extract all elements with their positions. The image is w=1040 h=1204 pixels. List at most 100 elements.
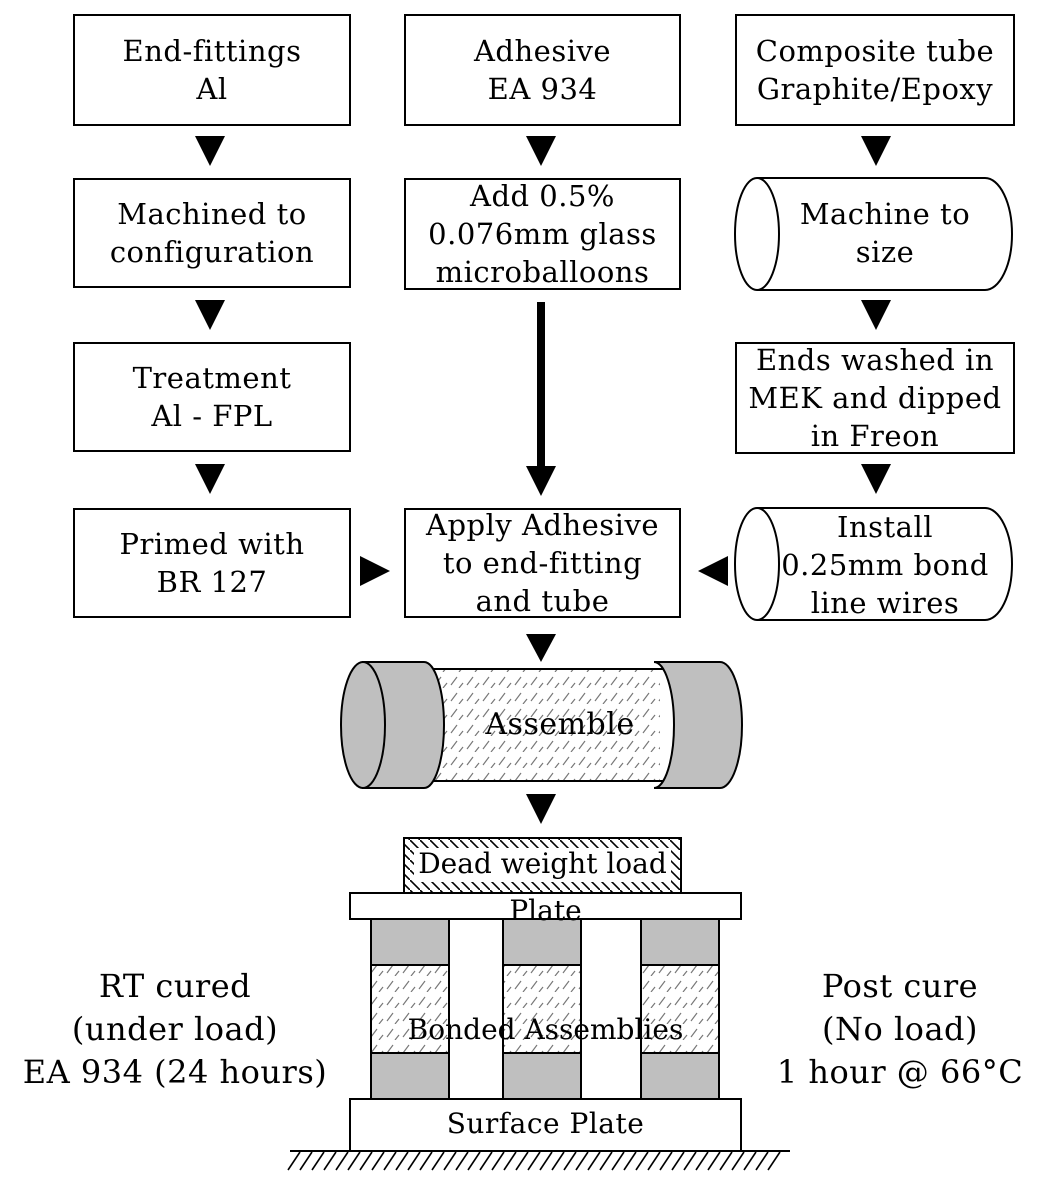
step-adhesive: Adhesive EA 934 xyxy=(404,14,681,126)
ground-hatch-line xyxy=(443,1151,457,1171)
arrow-down-icon xyxy=(195,300,225,330)
step-text: 0.076mm glass xyxy=(428,217,657,251)
cylinder-machine-to-size xyxy=(734,177,1013,291)
step-text: End-fittings xyxy=(122,34,302,68)
step-text: Ends washed in xyxy=(755,343,995,377)
step-text: Al - FPL xyxy=(151,399,273,433)
step-text: Adhesive xyxy=(473,34,612,68)
step-text: configuration xyxy=(109,235,315,269)
assemble-label: Assemble xyxy=(485,707,635,742)
ground-hatch-line xyxy=(347,1151,361,1171)
ground-hatch-line xyxy=(695,1151,709,1171)
ground-hatch xyxy=(287,1151,781,1171)
note-text: Post cure xyxy=(821,967,979,1005)
ground-hatch-line xyxy=(359,1151,373,1171)
ground-hatch-line xyxy=(611,1151,625,1171)
ground-hatch-line xyxy=(479,1151,493,1171)
arrow-right-icon xyxy=(360,556,390,586)
ground-hatch-line xyxy=(515,1151,529,1171)
step-end-fittings: End-fittings Al xyxy=(73,14,351,126)
step-machine-to-size: Machine to size xyxy=(770,195,1000,271)
step-text: 0.25mm bond xyxy=(781,548,989,582)
ground-hatch-line xyxy=(731,1151,745,1171)
ground-hatch-line xyxy=(395,1151,409,1171)
ground-hatch-line xyxy=(587,1151,601,1171)
step-ends-washed: Ends washed in MEK and dipped in Freon xyxy=(735,342,1015,454)
assembly-illustration xyxy=(340,661,743,789)
arrow-down-icon xyxy=(526,794,556,824)
arrow-left-icon xyxy=(698,556,728,586)
arrow-down-icon xyxy=(526,136,556,166)
note-text: EA 934 (24 hours) xyxy=(22,1053,328,1091)
ground-hatch-line xyxy=(755,1151,769,1171)
arrow-down-icon xyxy=(195,464,225,494)
step-text: in Freon xyxy=(810,419,940,453)
arrow-down-icon xyxy=(195,136,225,166)
ground-hatch-line xyxy=(323,1151,337,1171)
dead-weight-label: Dead weight load xyxy=(418,847,667,880)
ground-hatch-line xyxy=(767,1151,781,1171)
step-text: Machine to xyxy=(799,197,971,231)
ground-hatch-line xyxy=(683,1151,697,1171)
ground-hatch-line xyxy=(599,1151,613,1171)
step-text: Add 0.5% xyxy=(470,179,615,213)
step-add-microballoons: Add 0.5% 0.076mm glass microballoons xyxy=(404,178,681,290)
ground-hatch-line xyxy=(407,1151,421,1171)
ground-hatch-line xyxy=(383,1151,397,1171)
arrow-down-icon xyxy=(526,466,556,496)
step-text: and tube xyxy=(475,584,610,618)
ground-hatch-line xyxy=(527,1151,541,1171)
arrow-shaft xyxy=(537,302,545,470)
step-text: to end-fitting xyxy=(442,546,643,580)
ground-hatch-line xyxy=(335,1151,349,1171)
ground-hatch-line xyxy=(635,1151,649,1171)
note-text: (under load) xyxy=(71,1010,279,1048)
step-machined: Machined to configuration xyxy=(73,178,351,288)
ground-hatch-line xyxy=(467,1151,481,1171)
step-apply-adhesive: Apply Adhesive to end-fitting and tube xyxy=(404,508,681,618)
step-text: Al xyxy=(196,72,228,106)
step-text: Machined to xyxy=(117,197,307,231)
arrow-down-icon xyxy=(861,136,891,166)
bonded-assemblies-label: Bonded Assemblies xyxy=(407,1013,684,1046)
step-text: size xyxy=(855,235,915,269)
ground-hatch-line xyxy=(743,1151,757,1171)
ground-hatch-line xyxy=(491,1151,505,1171)
ground-hatch-line xyxy=(659,1151,673,1171)
post-cure-note: Post cure (No load) 1 hour @ 66°C xyxy=(760,965,1040,1094)
surface-plate-label: Surface Plate xyxy=(446,1107,645,1140)
arrow-down-icon xyxy=(861,300,891,330)
ground-hatch-line xyxy=(539,1151,553,1171)
note-text: RT cured xyxy=(98,967,252,1005)
arrow-down-icon xyxy=(861,464,891,494)
ground-hatch-line xyxy=(575,1151,589,1171)
step-treatment: Treatment Al - FPL xyxy=(73,342,351,452)
ground-hatch-line xyxy=(623,1151,637,1171)
ground-hatch-line xyxy=(707,1151,721,1171)
ground-hatch-line xyxy=(299,1151,313,1171)
ground-hatch-line xyxy=(419,1151,433,1171)
ground-hatch-line xyxy=(287,1151,301,1171)
step-primed: Primed with BR 127 xyxy=(73,508,351,618)
ground-hatch-line xyxy=(719,1151,733,1171)
ground-hatch-line xyxy=(311,1151,325,1171)
step-text: EA 934 xyxy=(487,72,598,106)
step-text: BR 127 xyxy=(156,565,268,599)
step-composite-tube: Composite tube Graphite/Epoxy xyxy=(735,14,1015,126)
ground-hatch-line xyxy=(551,1151,565,1171)
step-text: line wires xyxy=(810,586,960,620)
step-text: Graphite/Epoxy xyxy=(756,72,994,106)
step-install-wires: Install 0.25mm bond line wires xyxy=(770,508,1000,622)
plate-label: Plate xyxy=(509,894,582,927)
note-text: 1 hour @ 66°C xyxy=(776,1053,1024,1091)
ground-hatch-line xyxy=(431,1151,445,1171)
step-text: Primed with xyxy=(119,527,305,561)
ground-hatch-line xyxy=(671,1151,685,1171)
step-text: microballoons xyxy=(435,255,650,289)
ground-hatch-line xyxy=(647,1151,661,1171)
rt-cured-note: RT cured (under load) EA 934 (24 hours) xyxy=(0,965,350,1094)
ground-hatch-line xyxy=(563,1151,577,1171)
cylinder-install-wires xyxy=(734,507,1013,621)
ground-hatch-line xyxy=(455,1151,469,1171)
